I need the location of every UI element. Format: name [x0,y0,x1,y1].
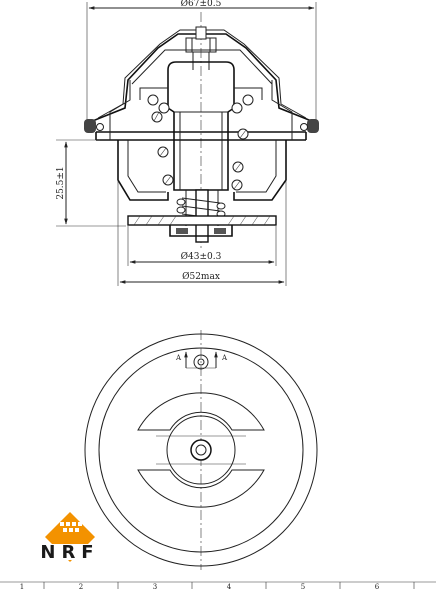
section-label-right: A [221,354,228,362]
bleed-valve [193,354,209,370]
gasket-left [84,119,96,133]
top-pin [195,26,207,40]
lower-plate [137,469,265,508]
section-label-left: A [175,354,182,362]
inner-housing [117,140,287,201]
hub-center [190,439,212,461]
frame-number: 6 [375,583,380,589]
hub-ring [166,415,236,485]
flange [95,131,307,141]
main-spring [147,94,254,191]
frame-number: 1 [20,583,24,589]
max-width-label: Ø52max [182,271,220,282]
top-width-label: Ø67±0.5 [181,0,222,9]
inner-ring [98,347,304,553]
side-view: Ø67±0.5 [56,0,319,286]
frame-number: 5 [301,583,305,589]
frame-strip: 2 3 4 5 6 1 [0,581,436,589]
piston-body [167,61,235,191]
top-view: A A [84,330,318,570]
bottom-plate [127,215,277,237]
frame-number: 3 [153,583,157,589]
gasket-right [307,119,319,133]
inner-width-label: Ø43±0.3 [181,251,222,262]
height-label: 25.5±1 [56,166,66,199]
logo-text: NRF [40,542,99,563]
dome-cap [89,33,315,132]
frame-number: 4 [227,583,232,589]
outer-ring [84,333,318,567]
nrf-logo: NRF [20,512,120,563]
upper-plate [137,392,265,431]
frame-number: 2 [79,583,83,589]
